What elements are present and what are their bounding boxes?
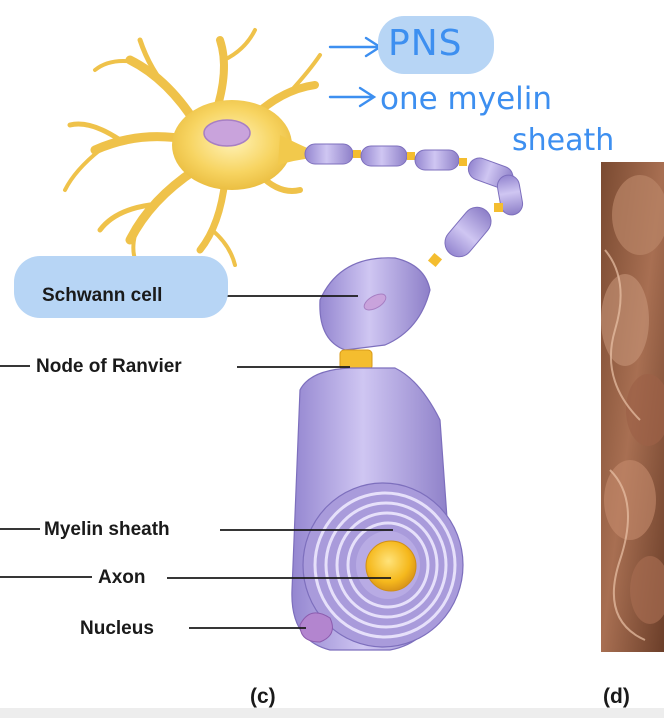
pns-highlight bbox=[378, 16, 494, 74]
leader-lines bbox=[0, 295, 393, 629]
label-myelin-sheath: Myelin sheath bbox=[44, 519, 170, 540]
handwritten-arrows bbox=[328, 36, 383, 108]
annotation-sheath: sheath bbox=[512, 123, 615, 158]
micrograph-panel bbox=[601, 162, 664, 652]
panel-label-d: (d) bbox=[603, 685, 630, 708]
label-schwann-cell: Schwann cell bbox=[42, 285, 163, 306]
annotation-pns: PNS bbox=[388, 23, 463, 64]
panel-label-c: (c) bbox=[250, 685, 276, 708]
axon-core bbox=[365, 540, 417, 592]
label-node-of-ranvier: Node of Ranvier bbox=[36, 356, 182, 377]
cell-body bbox=[172, 100, 312, 190]
label-axon: Axon bbox=[98, 567, 146, 588]
annotation-one-myelin: one myelin bbox=[380, 81, 553, 117]
myelin-cross-section bbox=[299, 482, 464, 648]
soma-nucleus bbox=[203, 119, 251, 147]
label-nucleus: Nucleus bbox=[80, 618, 154, 639]
schwann-cell-highlight bbox=[14, 256, 228, 318]
bottom-strip bbox=[0, 708, 664, 718]
